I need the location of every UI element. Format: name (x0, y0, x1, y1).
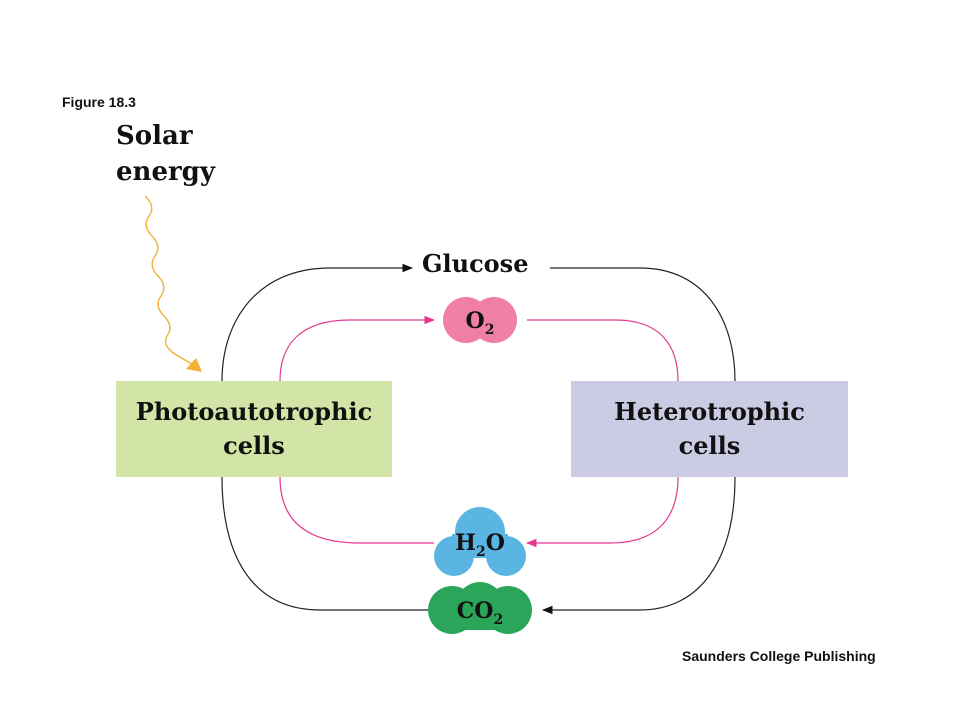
heterotrophic-cells-box: Heterotrophic cells (571, 381, 848, 477)
glucose-path-left (221, 263, 414, 382)
h2o-path-left (279, 476, 434, 544)
o2-path-left (279, 315, 436, 382)
svg-text:O2: O2 (466, 308, 495, 338)
h2o-label-o: O (486, 530, 505, 556)
co2-path-left (221, 476, 428, 611)
figure-label: Figure 18.3 (62, 94, 136, 110)
o2-subscript: 2 (485, 322, 495, 338)
glucose-label: Glucose (422, 249, 529, 278)
co2-subscript: 2 (493, 612, 503, 628)
solar-energy-line1: Solar (116, 121, 193, 151)
co2-path-right (541, 476, 736, 615)
svg-text:H2O: H2O (455, 530, 505, 560)
hetero-cells-line2: cells (678, 431, 741, 460)
co2-molecule: CO2 (428, 582, 532, 634)
h2o-path-right (525, 476, 679, 548)
o2-path-right (527, 319, 679, 382)
svg-text:CO2: CO2 (457, 598, 503, 628)
h2o-molecule: H2O (434, 507, 526, 576)
photoautotrophic-cells-box: Photoautotrophic cells (116, 381, 392, 477)
solar-energy-arrow (144, 195, 202, 372)
publisher-credit: Saunders College Publishing (682, 648, 876, 664)
o2-label: O (466, 308, 485, 334)
hetero-cells-line1: Heterotrophic (614, 397, 805, 426)
glucose-path-right (550, 267, 736, 382)
h2o-label-h: H (455, 530, 476, 556)
photo-cells-line1: Photoautotrophic (135, 397, 373, 426)
photo-cells-line2: cells (223, 431, 285, 460)
solar-energy-label: Solar energy (116, 118, 215, 190)
co2-label: CO (457, 598, 494, 624)
h2o-subscript: 2 (476, 544, 486, 560)
o2-molecule: O2 (443, 297, 517, 343)
solar-energy-line2: energy (116, 157, 215, 187)
